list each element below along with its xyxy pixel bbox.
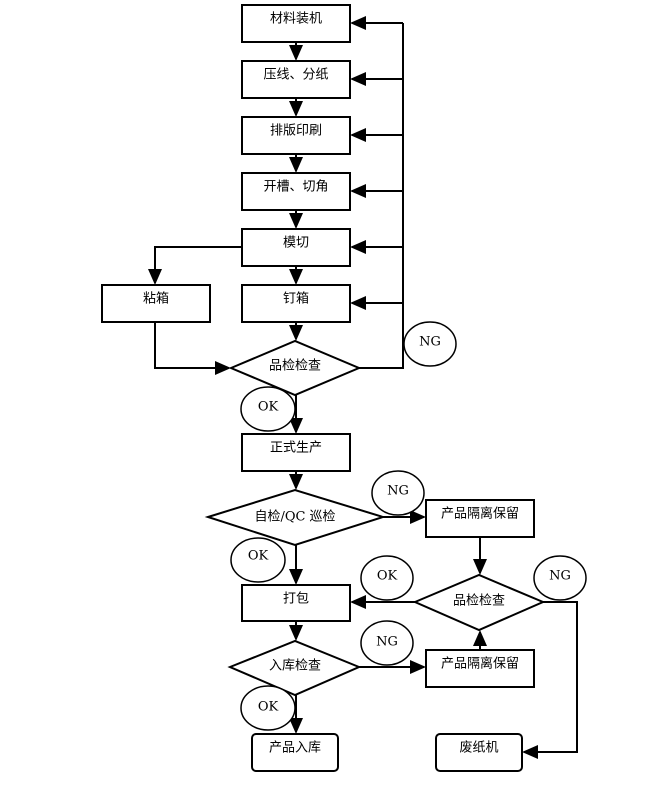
svg-text:粘箱: 粘箱 <box>143 291 169 307</box>
node-warehouse: 产品入库 <box>251 733 339 772</box>
label-ok3: OK <box>360 555 414 601</box>
decision-qc: 自检/QC 巡检 <box>204 488 387 547</box>
node-pack: 打包 <box>241 584 351 622</box>
svg-text:压线、分纸: 压线、分纸 <box>263 68 328 83</box>
svg-text:OK: OK <box>258 700 279 715</box>
decision-stock-check: 入库检查 <box>227 639 362 697</box>
svg-text:NG: NG <box>419 335 441 350</box>
svg-text:产品隔离保留: 产品隔离保留 <box>441 506 519 522</box>
svg-text:OK: OK <box>258 400 279 415</box>
svg-text:入库检查: 入库检查 <box>269 658 321 674</box>
label-ok4: OK <box>240 685 296 731</box>
svg-text:产品入库: 产品入库 <box>269 740 321 756</box>
svg-text:NG: NG <box>549 569 571 584</box>
node-glue: 粘箱 <box>101 284 211 323</box>
svg-text:品检检查: 品检检查 <box>269 359 321 374</box>
node-production: 正式生产 <box>241 433 351 472</box>
svg-text:品检检查: 品检检查 <box>453 594 505 609</box>
label-ok1: OK <box>240 386 296 432</box>
svg-text:废纸机: 废纸机 <box>459 740 498 756</box>
node-isolate1: 产品隔离保留 <box>425 499 535 538</box>
node-load: 材料装机 <box>241 4 351 43</box>
node-diecut: 模切 <box>241 228 351 267</box>
svg-text:自检/QC 巡检: 自检/QC 巡检 <box>254 510 335 525</box>
svg-text:钉箱: 钉箱 <box>283 291 309 307</box>
svg-text:OK: OK <box>377 569 398 584</box>
svg-text:模切: 模切 <box>283 236 309 251</box>
label-ng4: NG <box>360 620 414 666</box>
label-ng2: NG <box>371 470 425 516</box>
node-slot: 开槽、切角 <box>241 172 351 211</box>
svg-text:材料装机: 材料装机 <box>270 12 322 27</box>
svg-text:正式生产: 正式生产 <box>270 441 322 456</box>
svg-text:排版印刷: 排版印刷 <box>270 124 322 139</box>
connectors <box>148 16 578 759</box>
node-staple: 钉箱 <box>241 284 351 323</box>
svg-text:打包: 打包 <box>283 592 309 607</box>
decision-inspect2: 品检检查 <box>412 573 546 632</box>
svg-text:开槽、切角: 开槽、切角 <box>263 180 328 195</box>
svg-text:NG: NG <box>376 635 398 650</box>
label-ok2: OK <box>230 537 286 583</box>
svg-text:NG: NG <box>387 484 409 499</box>
node-print: 排版印刷 <box>241 116 351 155</box>
node-isolate2: 产品隔离保留 <box>425 649 535 688</box>
label-ng3: NG <box>533 555 587 601</box>
node-crease: 压线、分纸 <box>241 60 351 99</box>
node-scrap: 废纸机 <box>435 733 523 772</box>
svg-text:产品隔离保留: 产品隔离保留 <box>441 656 519 672</box>
decision-inspect1: 品检检查 <box>228 339 362 397</box>
svg-text:OK: OK <box>248 549 269 564</box>
label-ng1: NG <box>403 321 457 367</box>
